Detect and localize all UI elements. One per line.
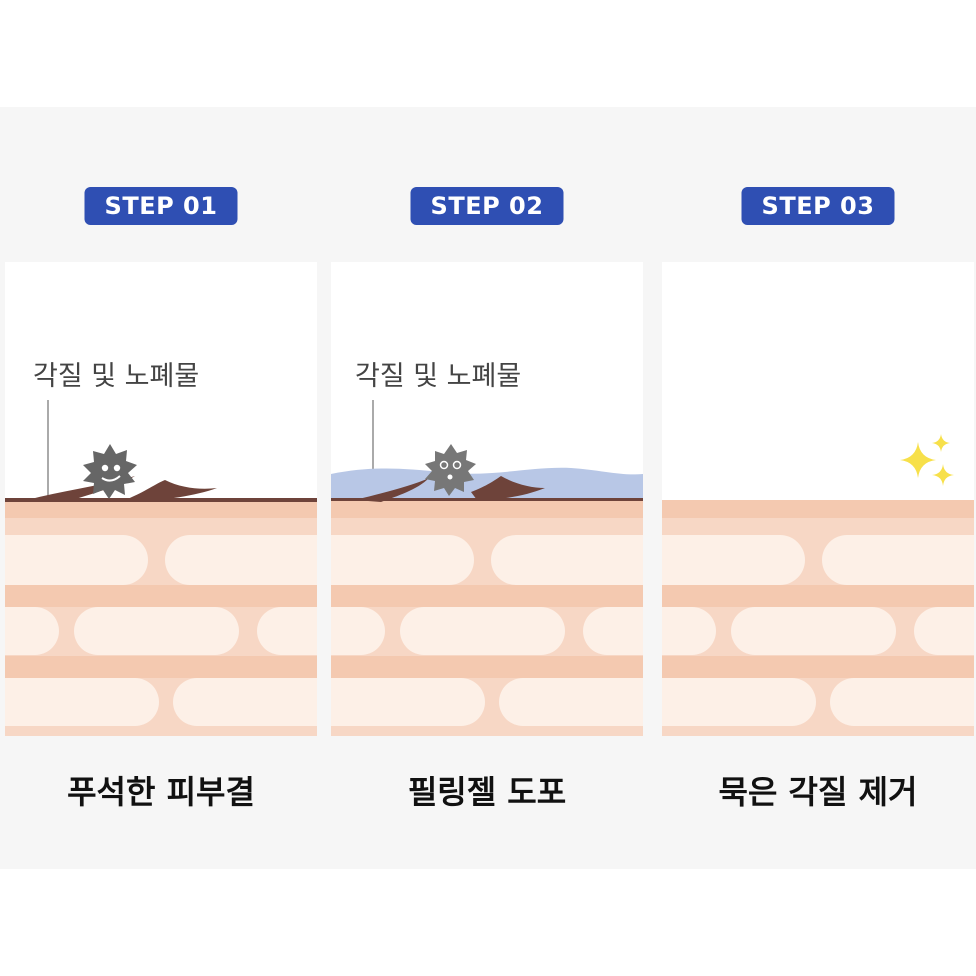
- skin-cells: [5, 535, 317, 726]
- content-band: STEP 01 각질 및 노폐물: [0, 107, 976, 869]
- step-caption: 필링젤 도포: [407, 773, 567, 811]
- dizzy-dirt-particle-icon: [425, 444, 476, 496]
- dead-skin-flakes: [5, 476, 317, 502]
- skin-illustration: 각질 및 노폐물: [331, 262, 643, 736]
- step-1: STEP 01 각질 및 노폐물: [5, 107, 317, 869]
- dirt-particle-icon: [83, 444, 137, 499]
- step-3: STEP 03: [662, 107, 974, 869]
- sparkle-icon: [900, 434, 954, 486]
- skin-illustration: 각질 및 노폐물: [5, 262, 317, 736]
- skin-cells: [662, 535, 974, 726]
- step-caption: 묵은 각질 제거: [718, 773, 918, 811]
- skin-illustration: [662, 262, 974, 736]
- skin-cells: [331, 535, 643, 726]
- step-badge: STEP 03: [741, 187, 895, 225]
- step-badge: STEP 02: [410, 187, 564, 225]
- dead-skin-flakes: [331, 476, 643, 502]
- step-badge: STEP 01: [84, 187, 238, 225]
- callout-label: 각질 및 노폐물: [33, 361, 199, 392]
- step-2: STEP 02 각질 및 노폐물: [331, 107, 643, 869]
- step-caption: 푸석한 피부결: [67, 773, 255, 811]
- callout-label: 각질 및 노폐물: [355, 361, 521, 392]
